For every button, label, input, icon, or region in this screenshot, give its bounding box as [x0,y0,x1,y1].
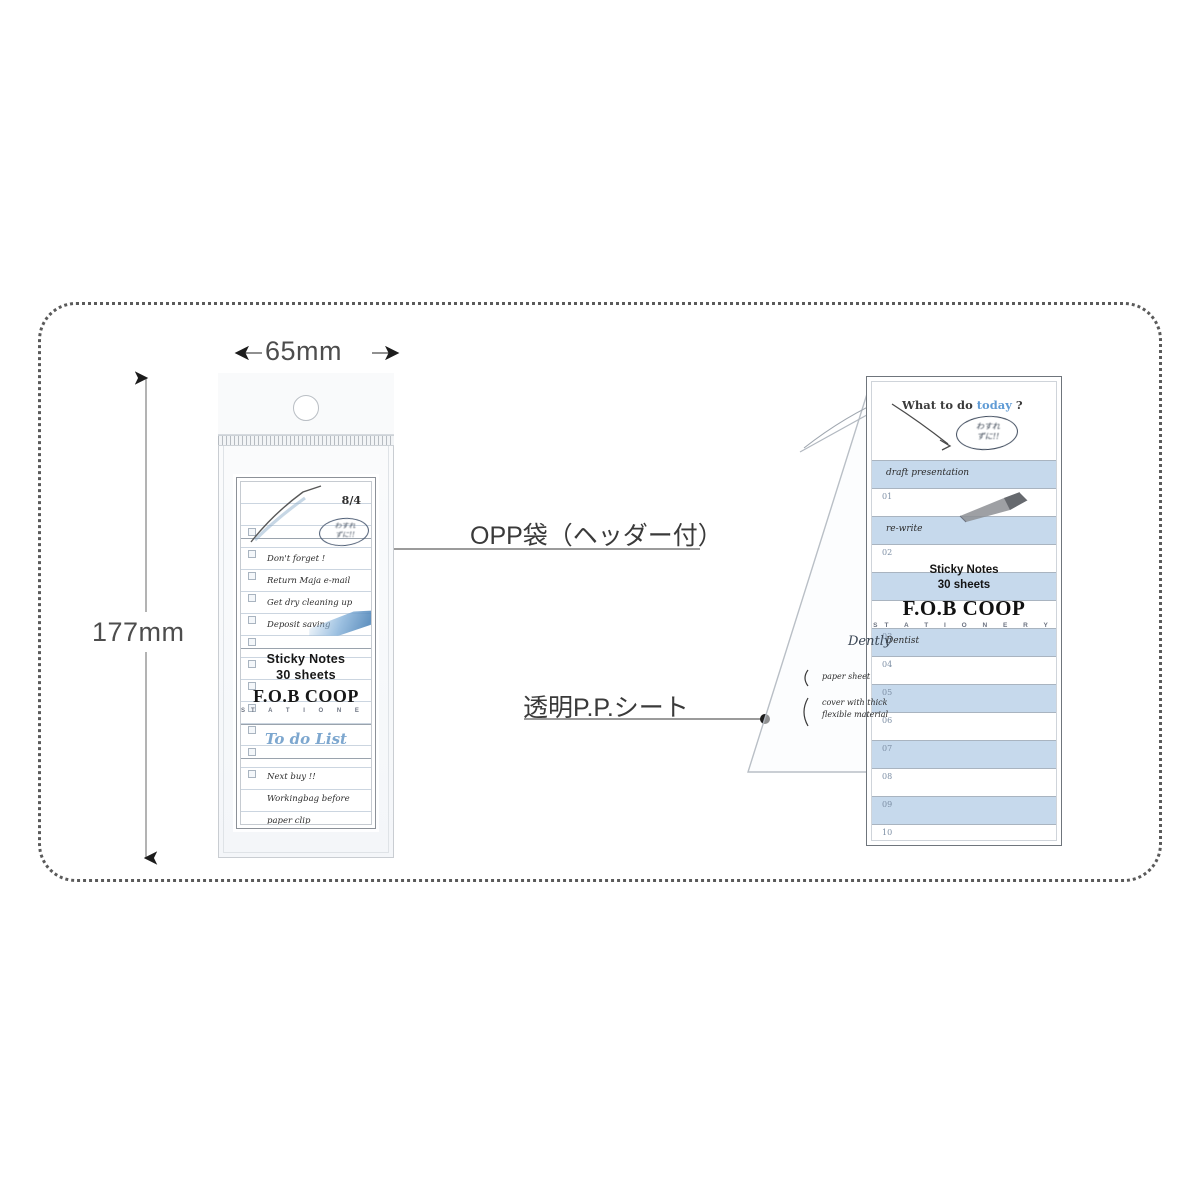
row-number: 08 [882,772,893,781]
callout-label-pp: 透明P.P.シート [523,694,689,722]
row-band [872,740,1056,768]
brand-line-sheets: 30 sheets [937,579,991,591]
row-line [872,712,1056,713]
checkbox-icon [248,572,256,580]
arrow-scribble-icon [891,403,952,451]
checklist-item: Get dry cleaning up [267,598,353,608]
row-number: 05 [882,688,893,697]
brand-name-fob-coop: F.O.B COOP [902,596,1026,620]
row-number: 06 [882,716,893,725]
checkbox-icon [248,660,256,668]
checklist-item: Return Maja e-mail [267,576,351,586]
circled-note-text: わすれずに!! [976,422,1000,441]
brand-name-fob-coop: F.O.B COOP [253,686,359,706]
row-band [872,460,1056,488]
date-mark: 8/4 [341,494,361,507]
row-line [872,628,1056,629]
row-separator [241,758,371,759]
checkbox-icon [248,704,256,712]
row-band [872,628,1056,656]
hang-hole-icon [293,395,319,421]
dimension-height-label: 177mm [92,617,185,647]
row-line [872,824,1056,825]
checkbox-icon [248,682,256,690]
row-band [872,796,1056,824]
row-number: 10 [882,828,893,837]
row-band [872,572,1056,600]
circled-note-text: わすれずに!! [334,522,356,539]
row-separator [241,538,371,539]
brand-subtitle: ST A T I O N E R Y [873,622,1055,629]
script-accent-todo-list: To do List [264,730,347,748]
note-line: Dentist [886,636,920,646]
checkbox-icon [248,748,256,756]
checklist-item: Don't forget ! [267,554,326,564]
brand-line-sticky-notes: Sticky Notes [929,564,999,576]
headline-what-to-do-today: What to do today ? [902,398,1023,412]
left-package-bag: 8/4 わすれずに!! Don't forget ! Return Maja e… [218,373,394,858]
row-number: 09 [882,800,893,809]
brand-line-sheets: 30 sheets [276,668,336,682]
dimension-width-label: 65mm [265,336,343,366]
callout-label-opp: OPP袋（ヘッダー付） [470,522,723,550]
checkbox-icon [248,594,256,602]
bottom-note: Next buy !! [267,772,316,782]
ruled-lines [241,482,371,824]
checkbox-icon [248,770,256,778]
headline-accent: today [976,398,1012,412]
row-line [872,768,1056,769]
row-number: 02 [882,548,893,557]
checkbox-icon [248,638,256,646]
row-number: 01 [882,492,893,501]
row-line [872,656,1056,657]
checkbox-icon [248,550,256,558]
row-separator [241,724,371,725]
row-line [872,460,1056,461]
perforation-strip [218,435,394,446]
row-line [872,488,1056,489]
brand-line-sticky-notes: Sticky Notes [266,652,346,666]
checkbox-icon [248,616,256,624]
bottom-note: paper clip [267,816,311,825]
row-line [872,544,1056,545]
row-line [872,740,1056,741]
note-line: re-write [886,524,923,534]
bag-header-card [218,373,394,435]
checkbox-icon [248,726,256,734]
right-card-outline: 01 02 03 04 05 06 07 08 09 10 What to do… [866,376,1062,846]
bottom-note: Workingbag before [267,794,350,804]
row-band [872,684,1056,712]
row-number: 07 [882,744,893,753]
headline-prefix: What to do [902,398,977,412]
row-line [872,796,1056,797]
checkbox-icon [248,528,256,536]
right-product-pad: 01 02 03 04 05 06 07 08 09 10 What to do… [866,376,1062,846]
left-product-card: 8/4 わすれずに!! Don't forget ! Return Maja e… [236,477,376,829]
pencil-illustration-icon [959,491,1029,523]
row-separator [241,648,371,649]
row-number: 03 [882,632,893,641]
checklist-item: Deposit saving [267,620,331,630]
brand-subtitle: ST A T I O N E R Y [241,708,371,714]
row-line [872,600,1056,601]
headline-suffix: ? [1011,398,1023,412]
row-line [872,572,1056,573]
pen-stroke-icon [250,485,322,543]
dotted-rounded-frame [38,302,1162,882]
left-card-inner: 8/4 わすれずに!! Don't forget ! Return Maja e… [240,481,372,825]
row-line [872,684,1056,685]
note-line: draft presentation [886,468,970,478]
right-card-inner: 01 02 03 04 05 06 07 08 09 10 What to do… [871,381,1057,841]
row-number: 04 [882,660,893,669]
